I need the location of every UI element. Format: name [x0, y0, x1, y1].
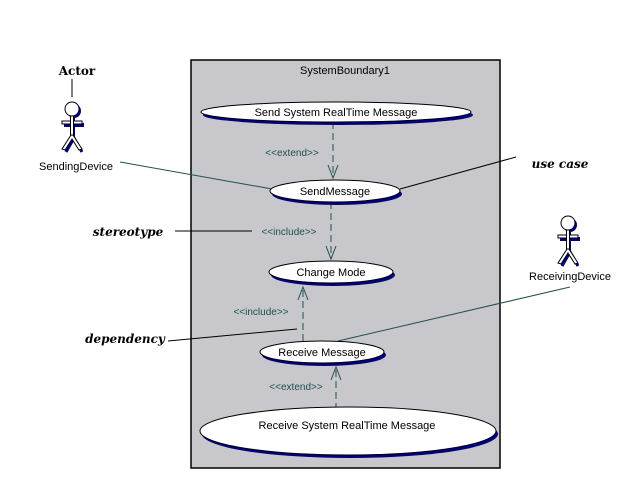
annotation-actor: Actor [58, 64, 96, 78]
use-case-label: Receive System RealTime Message [259, 420, 436, 432]
use-case-label: Change Mode [296, 267, 365, 279]
dependency-extend-receive[interactable] [330, 365, 342, 410]
stereotype-label-extend-1: <<extend>> [265, 148, 319, 159]
dependency-extend-send[interactable] [327, 122, 339, 180]
annotation-use-case: use case [532, 157, 589, 171]
annotation-line-dependency [167, 328, 298, 342]
annotation-stereotype: stereotype [93, 225, 164, 239]
actor-icon [60, 100, 86, 154]
actor-label: SendingDevice [39, 161, 113, 173]
stereotype-label-extend-2: <<extend>> [269, 382, 323, 393]
system-boundary-title: SystemBoundary1 [300, 65, 390, 77]
use-case-receive-system-realtime-message[interactable]: Receive System RealTime Message [199, 406, 498, 458]
dependency-include-receive-change[interactable] [297, 285, 309, 341]
annotation-dependency: dependency [85, 332, 166, 346]
association-receiving-device[interactable] [337, 286, 571, 342]
use-case-receive-message[interactable]: Receive Message [259, 340, 386, 366]
use-case-label: Send System RealTime Message [255, 107, 418, 119]
use-case-label: SendMessage [300, 186, 370, 198]
stereotype-label-include-2: <<include>> [233, 307, 288, 318]
use-case-send-system-realtime-message[interactable]: Send System RealTime Message [200, 101, 473, 125]
association-sending-device[interactable] [119, 161, 273, 190]
use-case-label: Receive Message [278, 347, 365, 359]
dependency-include-send-change[interactable] [325, 202, 337, 261]
stereotype-label-include-1: <<include>> [261, 227, 316, 238]
use-case-change-mode[interactable]: Change Mode [268, 260, 395, 286]
actor-icon [556, 214, 582, 268]
annotation-line-use-case [399, 156, 517, 190]
actor-receiving-device[interactable]: ReceivingDevice [529, 214, 611, 283]
actor-sending-device[interactable]: SendingDevice [39, 100, 113, 173]
use-case-send-message[interactable]: SendMessage [269, 179, 402, 205]
actor-label: ReceivingDevice [529, 271, 611, 283]
